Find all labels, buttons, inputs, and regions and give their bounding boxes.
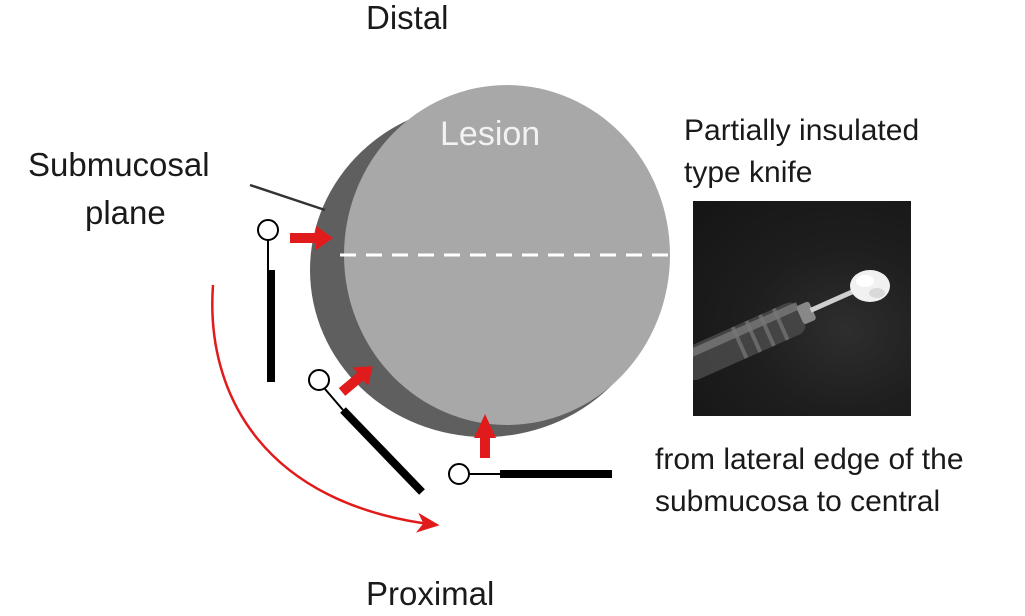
knife-left-tip bbox=[257, 219, 279, 241]
submucosal-label-line1: Submucosal bbox=[28, 146, 210, 183]
proximal-label: Proximal bbox=[366, 575, 495, 612]
red-arrow-right bbox=[290, 226, 333, 250]
sweep-arrow bbox=[211, 284, 440, 533]
edge-label-line2: submucosa to central bbox=[655, 485, 941, 518]
edge-label-line1: from lateral edge of the bbox=[655, 443, 964, 476]
knife-label-line1: Partially insulated bbox=[684, 114, 920, 147]
knife-left bbox=[257, 219, 279, 382]
distal-label: Distal bbox=[366, 0, 449, 36]
knife-photo bbox=[693, 201, 911, 416]
knife-label-line2: type knife bbox=[684, 156, 813, 189]
knife-bottom-tip bbox=[448, 463, 470, 485]
knife-diagonal-shaft bbox=[324, 388, 344, 411]
lesion-label: Lesion bbox=[440, 115, 541, 153]
submucosal-label-line2: plane bbox=[85, 194, 166, 231]
submucosal-pointer bbox=[249, 183, 326, 212]
knife-bottom bbox=[448, 463, 612, 485]
knife-diagonal bbox=[308, 369, 425, 495]
red-arrow-up bbox=[474, 414, 496, 458]
knife-diagonal-body bbox=[340, 407, 425, 495]
red-arrow-diagonal bbox=[338, 366, 373, 396]
knife-diagonal-tip bbox=[308, 369, 330, 391]
knife-photo-illustration bbox=[693, 270, 890, 381]
